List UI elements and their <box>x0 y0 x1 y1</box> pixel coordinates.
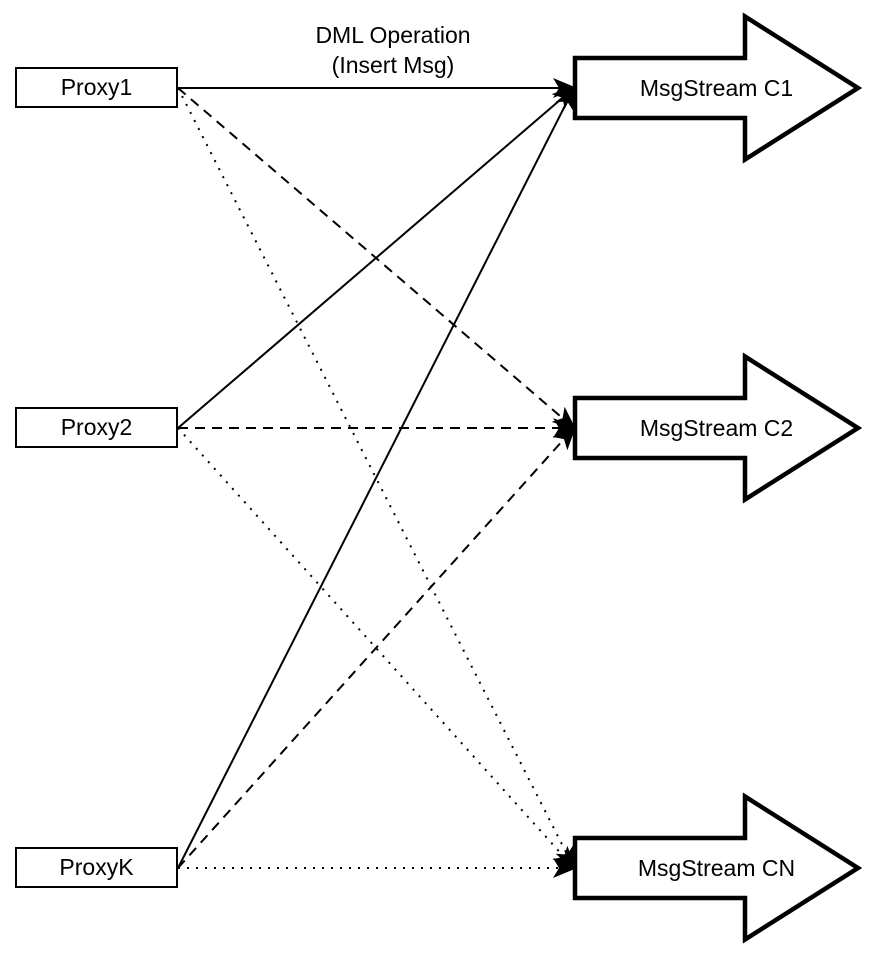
dml-operation-edge-label-line1: DML Operation <box>315 22 471 48</box>
edge-group <box>177 78 577 878</box>
proxyk-label: ProxyK <box>59 854 134 880</box>
edge-proxyk-to-msgstream-c2 <box>177 425 577 869</box>
dml-operation-edge-label: DML Operation (Insert Msg) <box>283 21 503 81</box>
msgstream-c1-shape <box>572 12 863 164</box>
dml-operation-edge-label-line2: (Insert Msg) <box>331 51 455 78</box>
proxy2-node: Proxy2 <box>15 407 178 448</box>
edge-proxy1-to-msgstream-cn <box>177 87 576 871</box>
proxyk-node: ProxyK <box>15 847 178 888</box>
proxy1-label: Proxy1 <box>60 74 133 100</box>
proxy1-node: Proxy1 <box>15 67 178 108</box>
edge-proxyk-to-msgstream-c1 <box>177 85 576 869</box>
proxy2-label: Proxy2 <box>60 414 133 440</box>
msgstream-cn-shape <box>572 792 863 944</box>
msgstream-c2-shape <box>572 352 863 504</box>
edge-proxy2-to-msgstream-c1 <box>177 86 577 429</box>
